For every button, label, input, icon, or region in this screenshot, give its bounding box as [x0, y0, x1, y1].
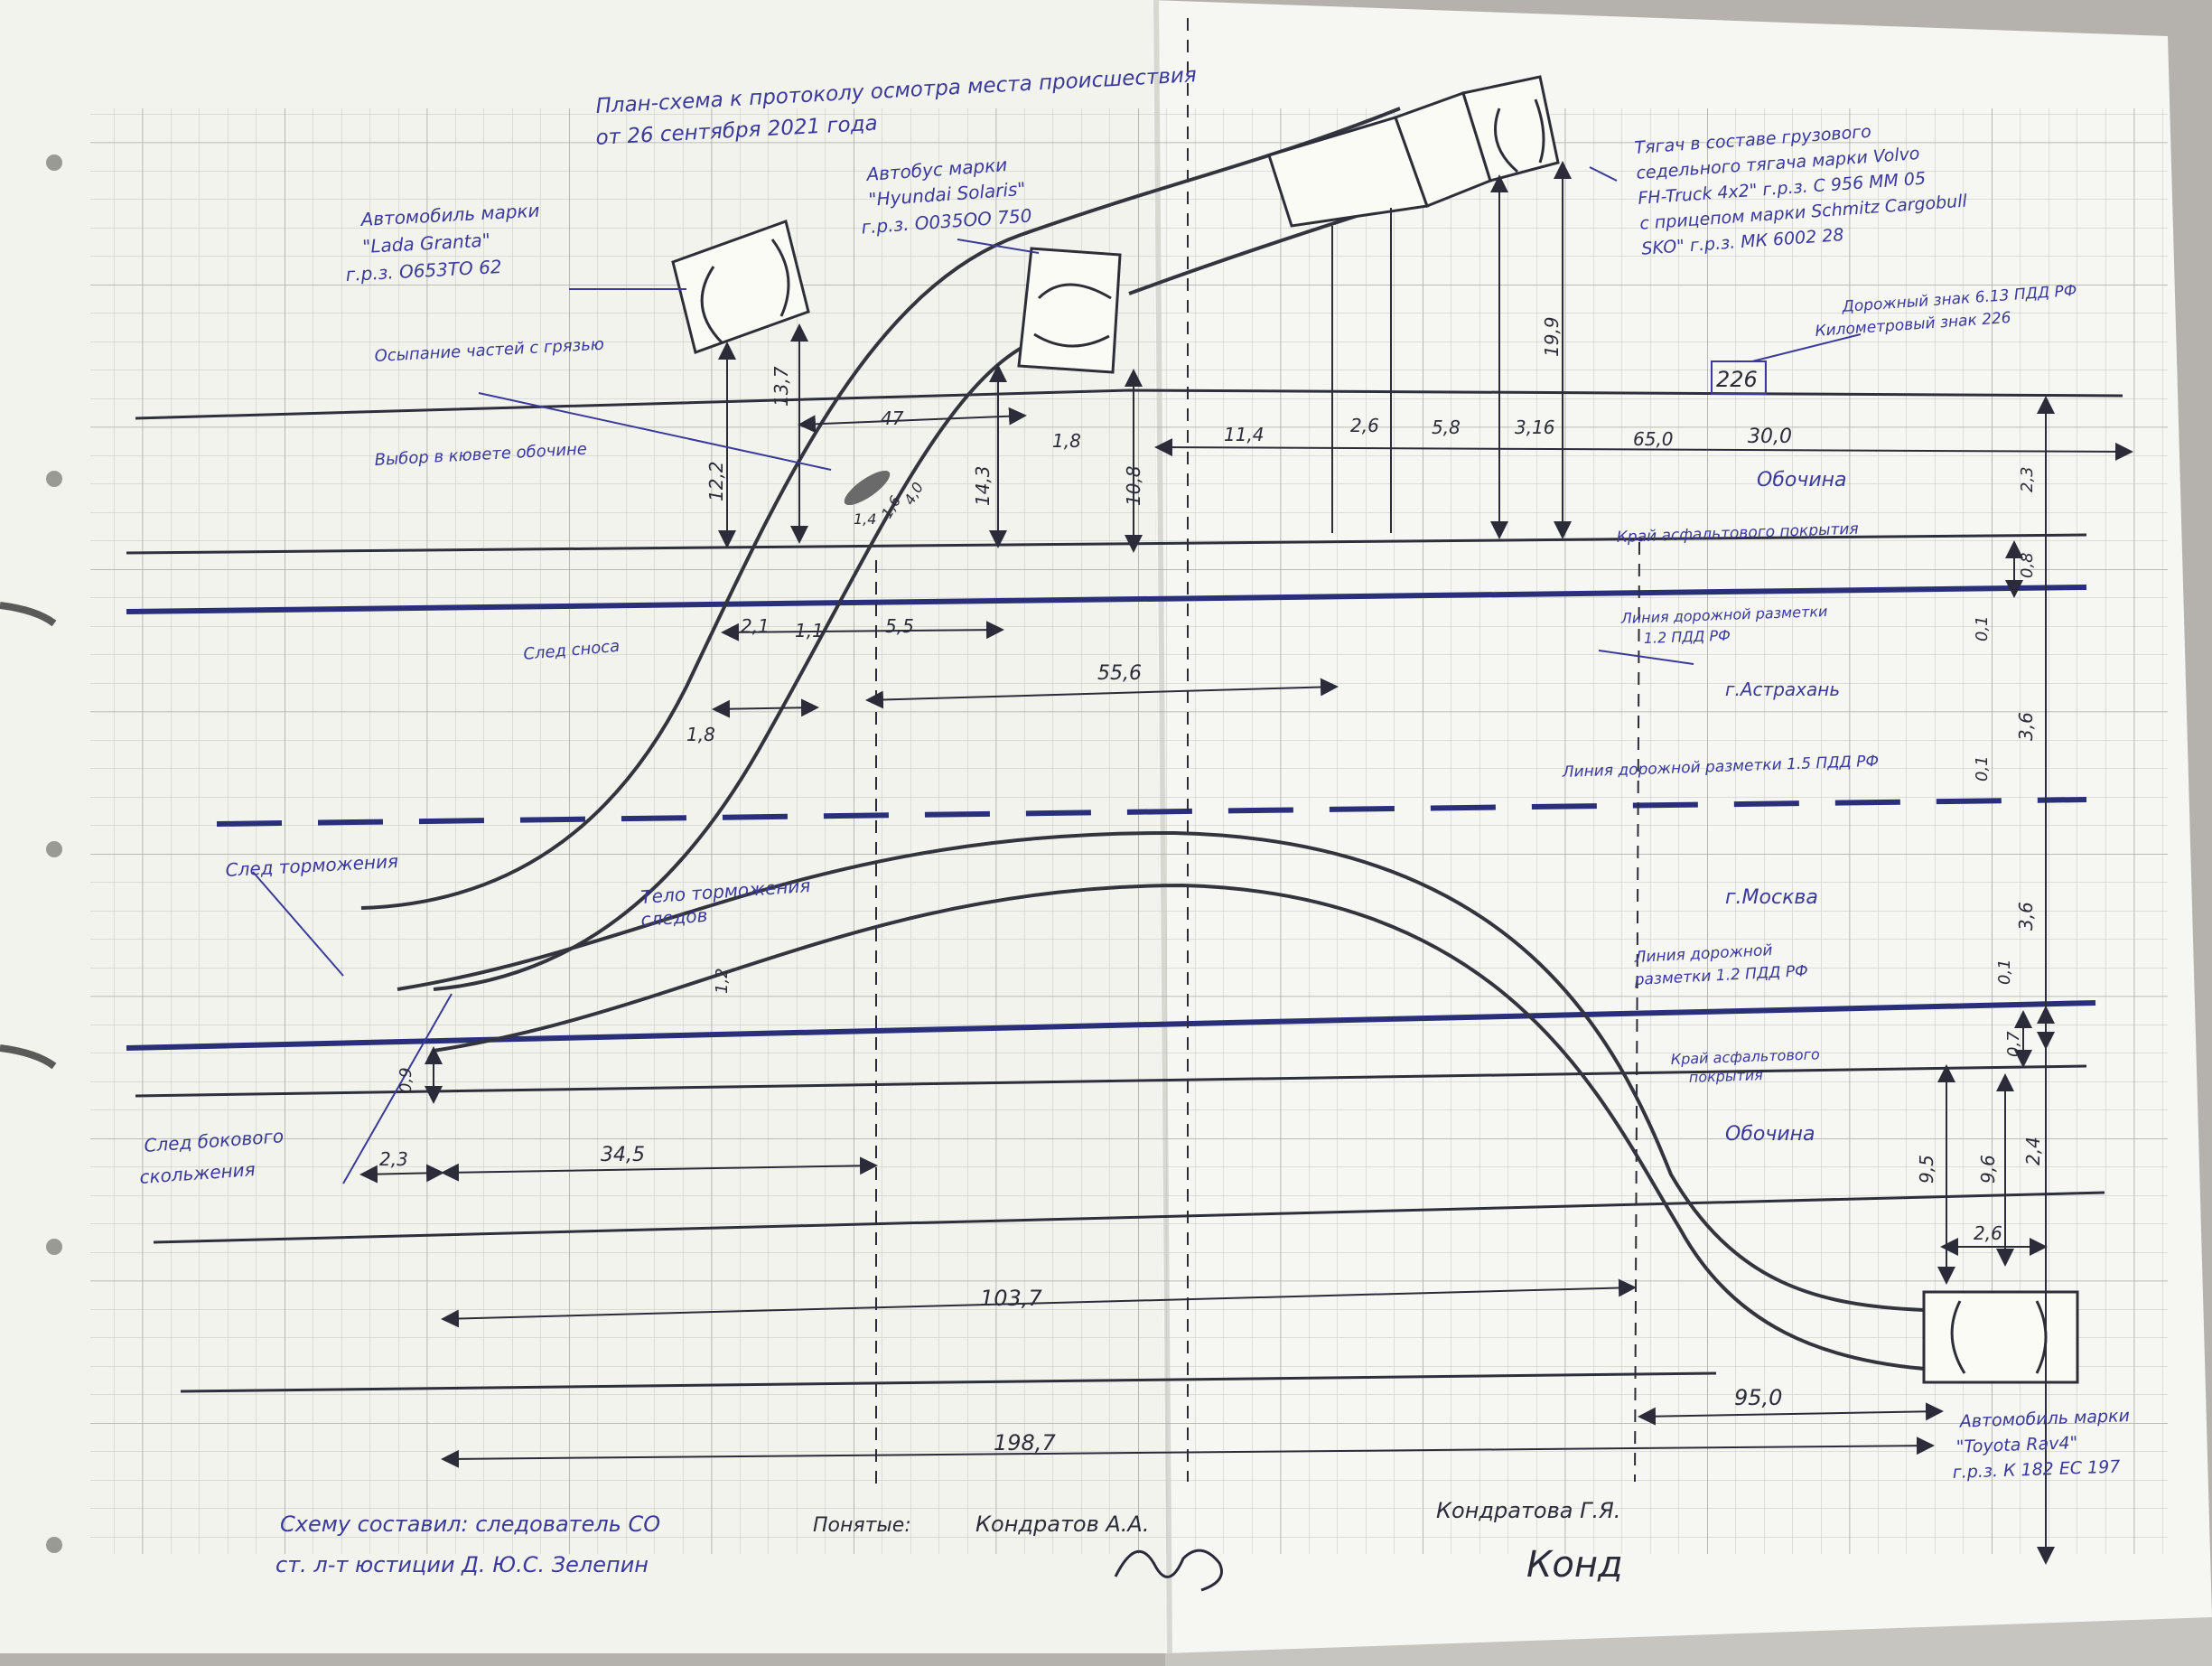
vehicle-hyundai: [1017, 247, 1122, 374]
toyota-track-2: [433, 883, 1925, 1371]
svg-text:2,3: 2,3: [379, 1148, 408, 1170]
compiled-by-rank: ст. л-т юстиции Д. Ю.С. Зелепин: [275, 1552, 649, 1577]
leader-lines: [252, 166, 1862, 1184]
lower-field-line: [180, 1371, 1717, 1393]
svg-text:198,7: 198,7: [994, 1430, 1056, 1455]
signature-1: [1114, 1549, 1223, 1592]
svg-text:0,7: 0,7: [2004, 1031, 2023, 1057]
binder-holes: [0, 154, 62, 1553]
svg-text:12,2: 12,2: [705, 461, 727, 501]
signature-2: Конд: [1526, 1544, 1623, 1586]
svg-text:0,1: 0,1: [1973, 755, 1992, 782]
svg-text:11,4: 11,4: [1224, 424, 1265, 445]
dimension-values: 13,7 12,2 47 1,8 14,3 10,8 11,4 2,6 5,8 …: [379, 316, 2044, 1455]
toyota-track-1: [397, 830, 1925, 1312]
svg-text:1,8: 1,8: [1052, 430, 1081, 452]
svg-text:2,4: 2,4: [2022, 1137, 2044, 1165]
svg-text:0,1: 0,1: [1973, 615, 1992, 641]
svg-text:34,5: 34,5: [601, 1144, 645, 1166]
svg-text:1,4: 1,4: [854, 510, 876, 528]
svg-text:2,6: 2,6: [1350, 415, 1379, 436]
svg-text:2,1: 2,1: [741, 615, 770, 637]
svg-text:5,8: 5,8: [1432, 416, 1461, 438]
bottom-outer-line: [153, 1191, 2105, 1244]
km-post-box: [1711, 360, 1767, 395]
svg-text:9,6: 9,6: [1977, 1155, 1999, 1184]
footer-signatures: Схему составил: следователь СО ст. л-т ю…: [275, 1498, 1623, 1592]
svg-text:следов: следов: [640, 904, 708, 931]
svg-text:3,6: 3,6: [2015, 902, 2037, 931]
compiled-by: Схему составил: следователь СО: [280, 1512, 660, 1537]
graph-grid: [90, 108, 2168, 1554]
svg-text:14,3: 14,3: [972, 465, 994, 506]
svg-text:95,0: 95,0: [1734, 1385, 1782, 1410]
svg-text:5,5: 5,5: [885, 615, 914, 637]
label-hyundai: Автобус марки "Hyundai Solaris" г.р.з. О…: [861, 154, 1032, 238]
svg-text:55,6: 55,6: [1097, 662, 1142, 685]
svg-text:3,6: 3,6: [2015, 712, 2037, 741]
witness-2: Кондратова Г.Я.: [1436, 1498, 1620, 1523]
svg-text:9,5: 9,5: [1916, 1155, 1937, 1184]
svg-text:0,8: 0,8: [2018, 552, 2037, 578]
svg-text:3,16: 3,16: [1515, 416, 1555, 438]
svg-text:1,8: 1,8: [686, 724, 715, 745]
edge-marking-top: [126, 585, 2087, 614]
svg-text:10,8: 10,8: [1123, 465, 1144, 506]
edge-marking-bottom: [126, 1000, 2096, 1051]
svg-text:1,2: 1,2: [713, 968, 732, 994]
svg-text:Обочина: Обочина: [1725, 1123, 1815, 1146]
svg-text:Обочина: Обочина: [1757, 469, 1847, 491]
vehicle-lada: [671, 220, 810, 354]
dimension-lines: [359, 161, 2133, 1565]
svg-text:65,0: 65,0: [1633, 428, 1674, 450]
svg-text:г.Москва: г.Москва: [1725, 886, 1818, 909]
center-dashed-marking: [216, 797, 2087, 827]
svg-text:30,0: 30,0: [1748, 426, 1792, 448]
svg-text:2,6: 2,6: [1974, 1222, 2002, 1244]
asphalt-edge-top: [126, 533, 2087, 555]
svg-text:г.Астрахань: г.Астрахань: [1725, 679, 1840, 700]
svg-text:1.2 ПДД РФ: 1.2 ПДД РФ: [1643, 627, 1731, 647]
asphalt-edge-bottom: [135, 1064, 2087, 1098]
svg-text:0,9: 0,9: [397, 1067, 415, 1093]
svg-text:47: 47: [881, 407, 904, 429]
km-post-number: 226: [1716, 367, 1758, 392]
svg-text:103,7: 103,7: [980, 1286, 1042, 1311]
road-lines: [126, 18, 2123, 1491]
vehicle-toyota: [1922, 1290, 2079, 1384]
witnesses-label: Понятые:: [813, 1514, 911, 1537]
svg-text:2,3: 2,3: [2018, 466, 2037, 492]
oil-spot: [844, 470, 891, 506]
svg-text:"Toyota Rav4": "Toyota Rav4": [1955, 1433, 2077, 1457]
svg-text:1,1: 1,1: [795, 620, 824, 641]
svg-text:покрытия: покрытия: [1688, 1066, 1763, 1086]
witness-1: Кондратов А.А.: [975, 1512, 1149, 1537]
vehicle-volvo: [1267, 75, 1560, 228]
svg-text:19,9: 19,9: [1541, 316, 1563, 357]
svg-text:0,1: 0,1: [1995, 959, 2014, 985]
svg-text:13,7: 13,7: [770, 366, 792, 407]
